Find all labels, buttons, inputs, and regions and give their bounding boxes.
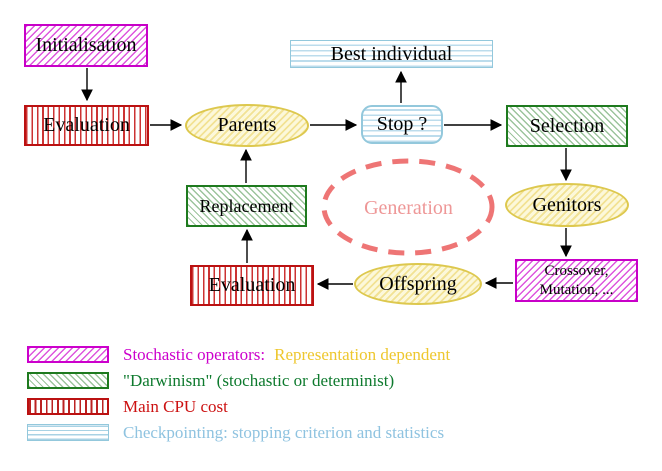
legend-swatch-checkpointing (27, 424, 109, 441)
legend-label-stochastic: Stochastic operators: Representation depe… (123, 345, 450, 365)
node-offspring: Offspring (354, 263, 482, 305)
node-initialisation: Initialisation (24, 24, 148, 67)
node-crossover-mutation: Crossover, Mutation, ... (515, 259, 638, 302)
legend-text-cpu-cost: Main CPU cost (123, 397, 228, 416)
legend-text-darwinism: "Darwinism" (stochastic or determinist) (123, 371, 395, 390)
crossover-line1: Crossover, (544, 262, 609, 279)
legend-swatch-cpu-cost (27, 398, 109, 415)
legend-swatch-stochastic (27, 346, 109, 363)
legend-text-representation-dependent: Representation dependent (274, 345, 451, 364)
legend-text-checkpointing: Checkpointing: stopping criterion and st… (123, 423, 445, 442)
node-stop: Stop ? (361, 105, 443, 144)
node-evaluation-top: Evaluation (24, 105, 149, 146)
node-parents: Parents (185, 104, 309, 147)
crossover-line2: Mutation, ... (539, 281, 614, 298)
node-replacement: Replacement (186, 185, 307, 227)
node-generation-label: Generation (364, 196, 453, 219)
node-selection: Selection (506, 105, 628, 147)
node-best-individual: Best individual (290, 40, 493, 68)
node-genitors: Genitors (505, 183, 629, 227)
legend-text-stochastic-operators: Stochastic operators: (123, 345, 266, 364)
generation-dashed-ellipse (321, 158, 495, 256)
legend-swatch-darwinism (27, 372, 109, 389)
node-evaluation-bottom: Evaluation (190, 265, 314, 306)
